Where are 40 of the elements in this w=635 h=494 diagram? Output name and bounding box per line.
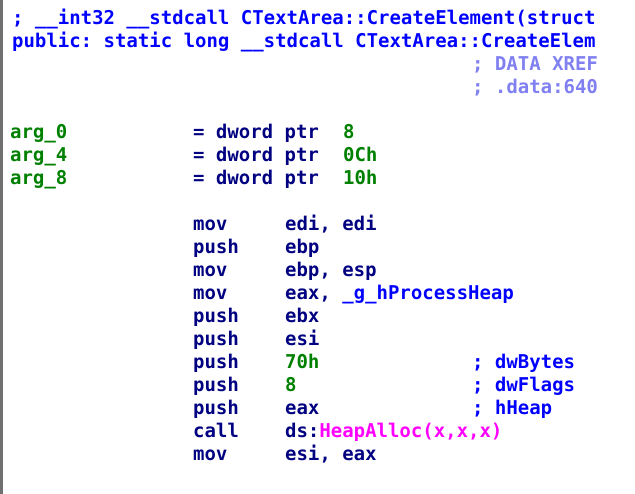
instruction-mnemonic: mov [193,282,228,304]
instruction-operand: ebx [285,305,320,327]
instruction-mnemonic: push [193,374,239,396]
instruction-operand: eax [285,397,320,419]
segment-prefix: ds: [285,420,320,442]
instruction-mnemonic: mov [193,259,228,281]
instruction-operand: ebp [285,236,320,258]
immediate-value: 8 [285,374,296,396]
instruction-operand: esi, eax [285,443,377,465]
instruction-mnemonic: push [193,305,239,327]
argument-name: arg_4 [10,144,68,166]
type-declaration: = dword ptr [193,167,319,189]
instruction-operand: ebp, esp [285,259,377,281]
code-comment: ; dwBytes [472,351,575,373]
function-signature: public: static long __stdcall CTextArea::CreateElem [12,30,596,52]
offset-value: 10h [343,167,378,189]
symbol-name: _g_hProcessHeap [342,282,514,304]
code-comment: ; dwFlags [472,374,575,396]
argument-name: arg_0 [10,121,68,143]
code-comment: ; hHeap [472,397,552,419]
instruction-mnemonic: push [193,397,239,419]
function-name: HeapAlloc(x,x,x) [319,420,502,442]
type-declaration: = dword ptr [193,121,319,143]
instruction-operand: eax, [285,282,331,304]
function-signature: ; __int32 __stdcall CTextArea::CreateElement(struct [12,7,596,29]
instruction-mnemonic: call [193,420,239,442]
instruction-mnemonic: push [193,236,239,258]
instruction-operand: edi, edi [285,213,377,235]
offset-value: 0Ch [343,144,378,166]
argument-name: arg_8 [10,167,68,189]
code-comment: ; .data:640 [472,76,598,98]
instruction-mnemonic: push [193,351,239,373]
type-declaration: = dword ptr [193,144,319,166]
instruction-mnemonic: mov [193,213,228,235]
code-comment: ; DATA XREF [472,53,598,75]
instruction-mnemonic: push [193,328,239,350]
immediate-value: 70h [285,351,320,373]
instruction-operand: esi [285,328,320,350]
offset-value: 8 [343,121,354,143]
instruction-mnemonic: mov [193,443,228,465]
